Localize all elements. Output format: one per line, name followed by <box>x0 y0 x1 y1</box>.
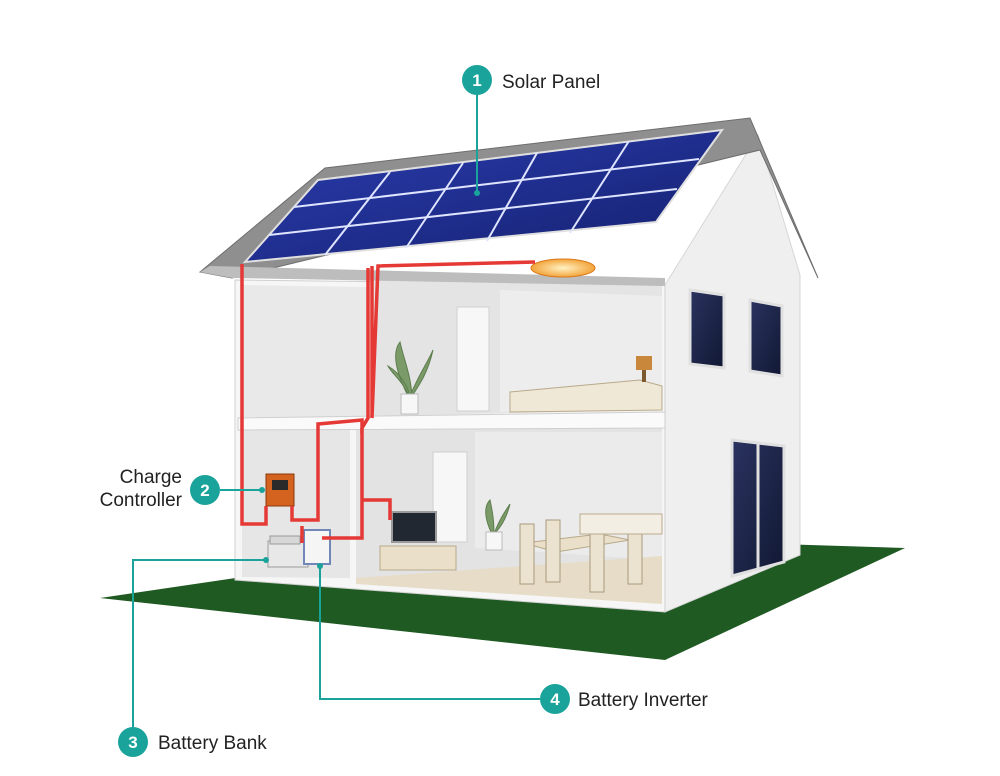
upper-floor-slab <box>237 411 666 431</box>
callout-label-battery-bank: Battery Bank <box>158 733 267 754</box>
bed <box>509 379 663 413</box>
leader-dot-1 <box>474 190 480 196</box>
bedside-lamp-shade <box>636 356 652 370</box>
charge-controller-screen <box>272 480 288 490</box>
callout-label-battery-inverter: Battery Inverter <box>578 690 709 711</box>
callout-battery-inverter: 4 Battery Inverter <box>540 684 709 714</box>
roof-eave <box>200 266 665 286</box>
solar-panel-array <box>242 128 725 264</box>
battery-inverter-device <box>303 529 331 565</box>
callout-number-1: 1 <box>472 71 481 90</box>
battery-bank-top <box>269 535 301 545</box>
upper-window-1 <box>688 288 726 370</box>
ceiling-lamp <box>530 258 596 278</box>
callout-badge-1 <box>462 65 492 95</box>
leader-dot-2 <box>259 487 265 493</box>
kitchen-counter <box>579 513 663 535</box>
plant-leaves-downstairs <box>485 498 511 535</box>
callout-badge-2 <box>190 475 220 505</box>
callout-charge-controller: 2 Charge Controller <box>100 467 220 511</box>
solar-panel-grid <box>268 140 700 256</box>
callout-solar-panel: 1 Solar Panel <box>462 65 600 95</box>
dining-chairs <box>519 519 643 593</box>
plant-pot-upstairs <box>400 393 419 415</box>
callout-leaders <box>132 95 540 742</box>
plant-leaves-upstairs <box>386 340 434 397</box>
callout-number-2: 2 <box>200 481 209 500</box>
callout-label-solar-panel: Solar Panel <box>502 72 600 93</box>
callout-badge-3 <box>118 727 148 757</box>
power-wiring <box>240 260 536 543</box>
tv-stand <box>379 545 457 571</box>
tv-screen <box>391 511 437 543</box>
room-upper-left <box>242 285 368 418</box>
callout-badge-4 <box>540 684 570 714</box>
callout-label-charge-line2: Controller <box>100 490 183 511</box>
lower-floor <box>356 556 662 604</box>
leader-dot-4 <box>317 563 323 569</box>
upper-window-2 <box>748 298 784 378</box>
battery-bank-device <box>267 540 309 568</box>
callout-number-4: 4 <box>550 690 560 709</box>
upstairs-door <box>456 306 490 412</box>
callout-label-charge-line1: Charge <box>120 467 182 488</box>
bedside-lamp-base <box>642 370 646 382</box>
leader-dot-3 <box>263 557 269 563</box>
plant-pot-downstairs <box>485 531 503 551</box>
downstairs-door <box>432 451 468 543</box>
callout-number-3: 3 <box>128 733 137 752</box>
callout-battery-bank: 3 Battery Bank <box>118 727 267 757</box>
